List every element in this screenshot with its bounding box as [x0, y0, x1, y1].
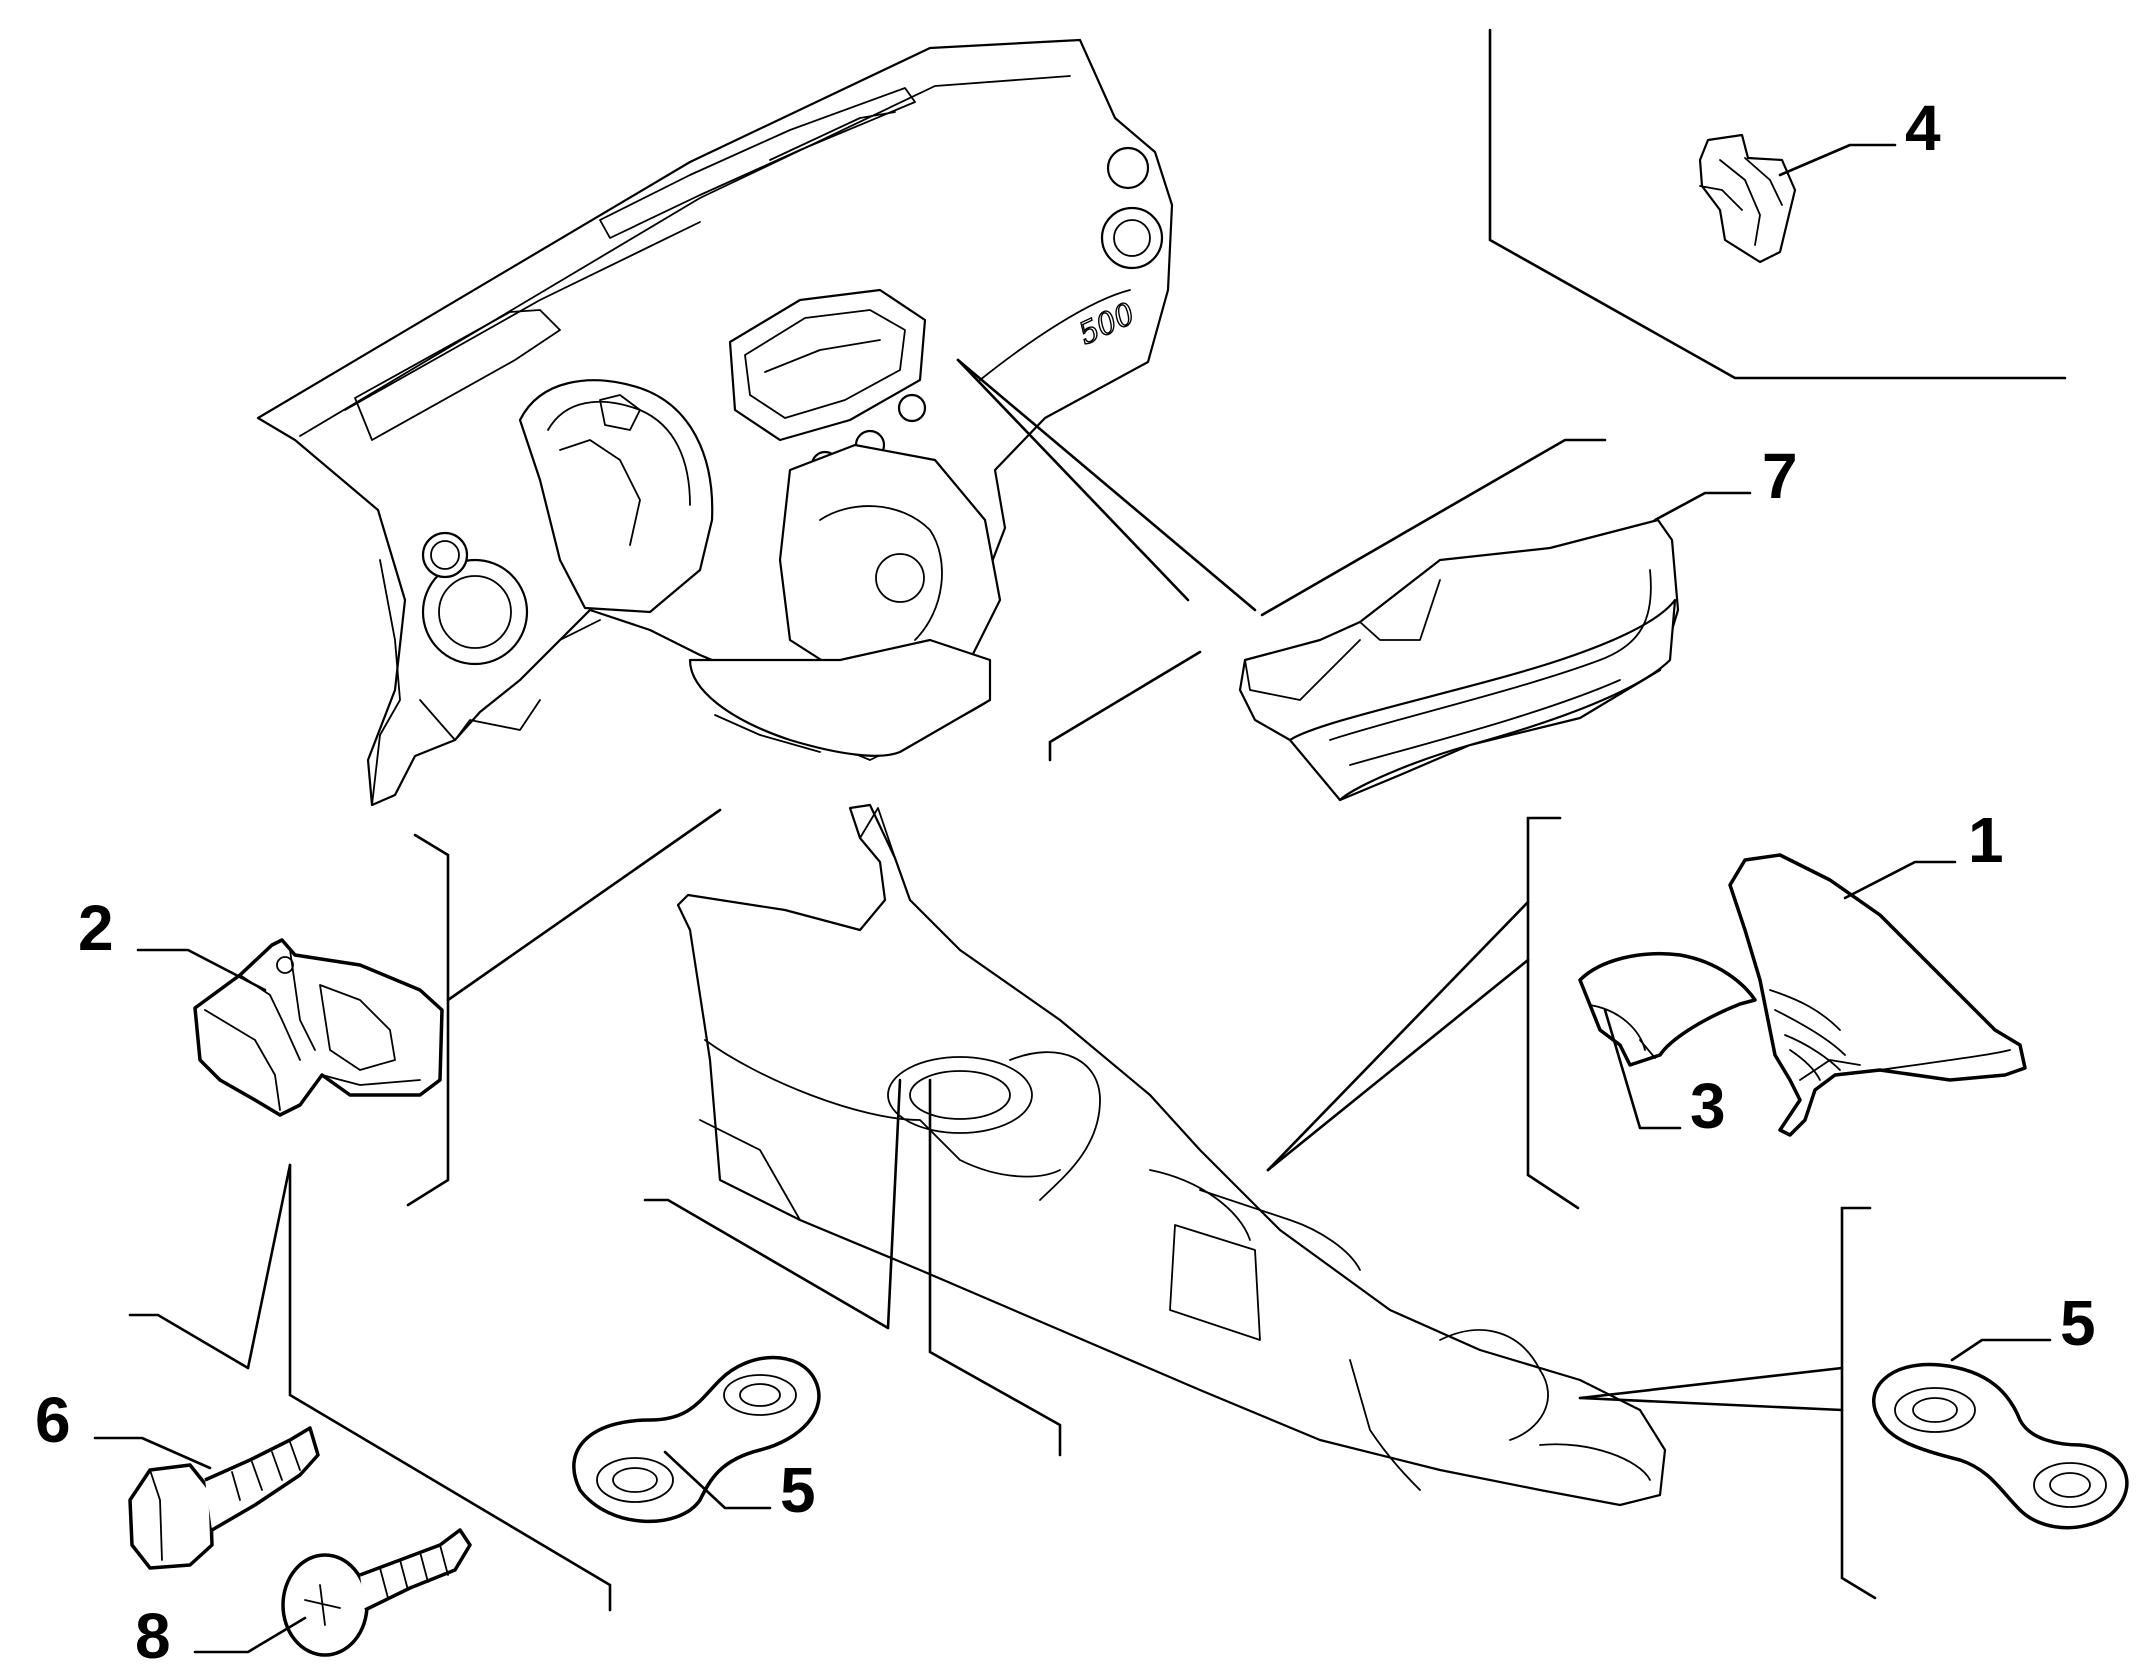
- dashboard-drawing: 500: [256, 38, 1174, 807]
- callout-3: 3: [1690, 1070, 1726, 1142]
- callout-8: 8: [135, 1600, 171, 1672]
- callout-labels: 1 2 3 4 5 5 6 7 8: [35, 92, 2096, 1672]
- storage-tray-drawing: [1238, 518, 1680, 802]
- air-duct-drawing: [193, 938, 444, 1117]
- clip-drawing: [1698, 133, 1797, 264]
- callout-6: 6: [35, 1384, 71, 1456]
- assembly-brackets: [128, 28, 2067, 1612]
- gear-boot-drawing: [1728, 853, 2027, 1137]
- rubber-mat-right: [1872, 1362, 2129, 1530]
- callout-2: 2: [78, 892, 114, 964]
- cover-cap-drawing: [1578, 951, 1757, 1067]
- center-console-drawing: [676, 803, 1667, 1507]
- leader-lines: [93, 143, 2052, 1654]
- callout-4: 4: [1905, 92, 1941, 164]
- hex-screw-drawing: [128, 1426, 320, 1570]
- phillips-screw-drawing: [281, 1528, 472, 1657]
- callout-5-right: 5: [2060, 1287, 2096, 1359]
- callout-5-left: 5: [780, 1454, 816, 1526]
- callout-7: 7: [1762, 440, 1798, 512]
- rubber-mat-left: [572, 1355, 821, 1524]
- callout-1: 1: [1968, 804, 2004, 876]
